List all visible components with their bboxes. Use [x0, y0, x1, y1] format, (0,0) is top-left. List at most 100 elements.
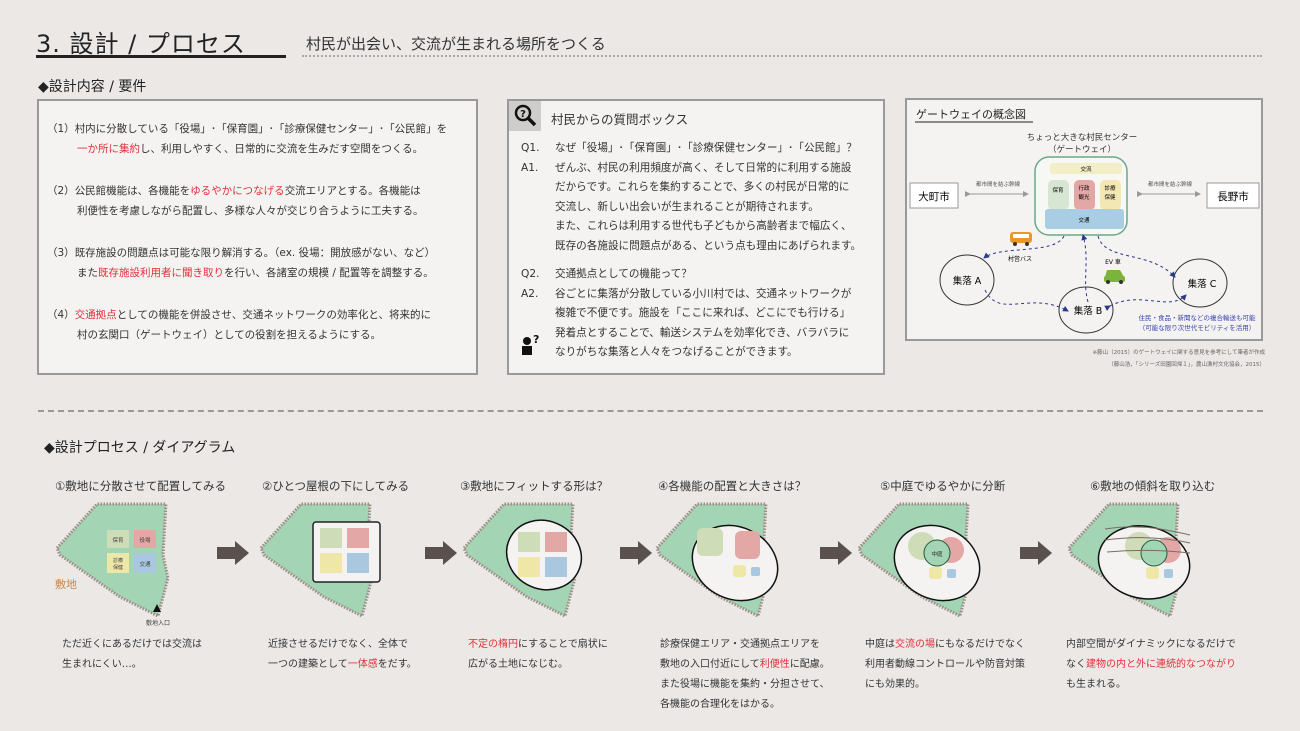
item-text: 村内に分散している「役場」･「保育園」･「診療保健センター」･「公民館」を [74, 123, 448, 135]
step-2-diagram [259, 502, 381, 618]
section-divider [38, 410, 1263, 412]
block-koryu [1050, 163, 1122, 174]
item-text: 公民館機能は、各機能を [74, 185, 191, 197]
svg-text:EV 車: EV 車 [1105, 258, 1121, 266]
gateway-center-sublabel: （ゲートウェイ） [1048, 144, 1116, 155]
ev-car-icon [1104, 270, 1125, 284]
step-4-title: ④各機能の配置と大きさは？ [658, 479, 807, 493]
item-text: また [77, 267, 98, 279]
svg-text:敷地: 敷地 [55, 577, 77, 591]
block-green [697, 528, 723, 556]
svg-text:長野市: 長野市 [1217, 190, 1249, 203]
step-6-title: ⑥敷地の傾斜を取り込む [1090, 479, 1216, 493]
svg-text:村営バス: 村営バス [1008, 255, 1032, 263]
next-step-arrow-icon [620, 541, 652, 565]
step-5-diagram: 中庭 [857, 502, 981, 618]
magnifier-question-icon: ? [509, 101, 541, 131]
svg-text:集落 B: 集落 B [1074, 305, 1103, 317]
city-box-left [909, 182, 959, 209]
svg-text:交通: 交通 [1078, 216, 1090, 224]
svg-text:役場: 役場 [139, 536, 151, 544]
bus-icon [1010, 232, 1032, 246]
next-step-arrow-icon [217, 541, 249, 565]
section-heading-process: ◆設計プロセス / ダイアグラム [44, 440, 236, 456]
next-step-arrow-icon [820, 541, 852, 565]
block-hoiku [1048, 180, 1069, 210]
item-text: 村の玄関口（ゲートウェイ）としての役割を担えるようにする。 [77, 329, 381, 341]
question-box: ? 村民からの質問ボックス Q1.なぜ「役場」･「保育園」･「診療保健センター」… [507, 99, 885, 375]
block-yellow [1146, 567, 1159, 579]
village-c [1172, 258, 1228, 308]
step-3-diagram [462, 502, 583, 618]
next-step-arrow-icon [425, 541, 457, 565]
slope-line [1106, 549, 1191, 554]
step-6-diagram [1067, 502, 1191, 618]
item-number: （3） [47, 247, 75, 259]
svg-text:大町市: 大町市 [918, 190, 950, 203]
title-underline [36, 55, 286, 58]
citation: （藤山浩，「シリーズ田園回帰１」，農山漁村文化協会，2015） [1108, 360, 1265, 368]
svg-text:保育: 保育 [112, 536, 124, 544]
svg-text:保健: 保健 [113, 564, 123, 571]
svg-text:保健: 保健 [1104, 193, 1116, 201]
requirement-item-4: （4）交通拠点としての機能を併設させ、交通ネットワークの効率化と、将来的に 村の… [47, 305, 476, 345]
requirement-item-3: （3）既存施設の問題点は可能な限り解消する。（ex. 役場：開放感がない、など）… [47, 243, 476, 283]
person-question-icon: ? [519, 333, 541, 361]
question-box-title: 村民からの質問ボックス [551, 112, 689, 127]
svg-text:行政: 行政 [1078, 184, 1090, 192]
svg-text:都市間を結ぶ幹線: 都市間を結ぶ幹線 [1148, 180, 1193, 188]
answer-1: A1.ぜんぶ、村民の利用頻度が高く、そして日常的に利用する施設 だからです。これ… [521, 161, 862, 252]
block-blue [947, 569, 956, 578]
answer-2: A2.谷ごとに集落が分散している小川村では、交通ネットワークが 複雑で不便です。… [521, 287, 852, 359]
svg-text:保育: 保育 [1052, 186, 1064, 194]
block-red [735, 531, 760, 559]
step-3-text: 不定の楕円にすることで扇状に 広がる土地になじむ。 [468, 639, 608, 670]
requirement-item-1: （1）村内に分散している「役場」･「保育園」･「診療保健センター」･「公民館」を… [47, 119, 476, 159]
block-blue [751, 567, 760, 576]
block-yellow [733, 565, 746, 577]
svg-text:集落 A: 集落 A [953, 275, 982, 287]
step-4-diagram [655, 502, 779, 618]
village-a [939, 254, 995, 306]
slope-line [1104, 526, 1191, 536]
svg-text:交通: 交通 [139, 560, 151, 568]
block-yakuba [134, 530, 156, 548]
block-green [518, 532, 540, 552]
block-shinryo [1100, 180, 1121, 210]
block-kotsu [1045, 209, 1124, 229]
item-highlight: 既存施設利用者に聞き取り [98, 267, 224, 279]
page-subtitle: 村民が出会い、交流が生まれる場所をつくる [306, 35, 606, 53]
slope-line [1104, 537, 1191, 544]
svg-text:?: ? [520, 109, 526, 120]
block-blue [545, 557, 567, 577]
step-5-title: ⑤中庭でゆるやかに分断 [880, 479, 1006, 493]
step-1-text: ただ近くにあるだけでは交流は生まれにくい…。 [62, 639, 202, 670]
svg-text:診療: 診療 [1104, 184, 1116, 192]
item-text: 交流エリアとする。各機能は [284, 185, 421, 197]
step-2-text: 近接させるだけでなく、全体で 一つの建築として一体感をだす。 [268, 639, 417, 670]
svg-text:都市間を結ぶ幹線: 都市間を結ぶ幹線 [976, 180, 1021, 188]
item-text: を行い、各諸室の規模 / 配置等を調整する。 [224, 267, 434, 279]
item-number: （4） [47, 309, 75, 321]
gateway-title: ゲートウェイの概念図 [916, 107, 1026, 121]
step-1-title: ①敷地に分散させて配置してみる [55, 479, 226, 493]
item-highlight: ゆるやかにつなげる [190, 185, 285, 197]
page-title: 3. 設計 / プロセス [36, 30, 246, 58]
block-yellow [518, 557, 540, 577]
question-2: Q2.交通拠点としての機能って？ [521, 268, 692, 280]
city-box-right [1206, 182, 1260, 209]
route-lines [983, 234, 1187, 312]
item-highlight: 一か所に集約 [77, 143, 140, 155]
block-yellow [929, 567, 942, 579]
item-text: としての機能を併設させ、交通ネットワークの効率化と、将来的に [116, 309, 431, 321]
requirement-item-2: （2）公民館機能は、各機能をゆるやかにつなげる交流エリアとする。各機能は 利便性… [47, 181, 476, 221]
step-2-title: ②ひとつ屋根の下にしてみる [262, 479, 410, 493]
item-number: （2） [47, 185, 75, 197]
block-gyosei [1074, 180, 1095, 210]
block-kotsu [134, 553, 156, 573]
block-yellow [320, 553, 342, 573]
svg-text:中庭: 中庭 [931, 550, 943, 558]
svg-text:診療: 診療 [113, 557, 123, 564]
courtyard [1140, 539, 1168, 567]
